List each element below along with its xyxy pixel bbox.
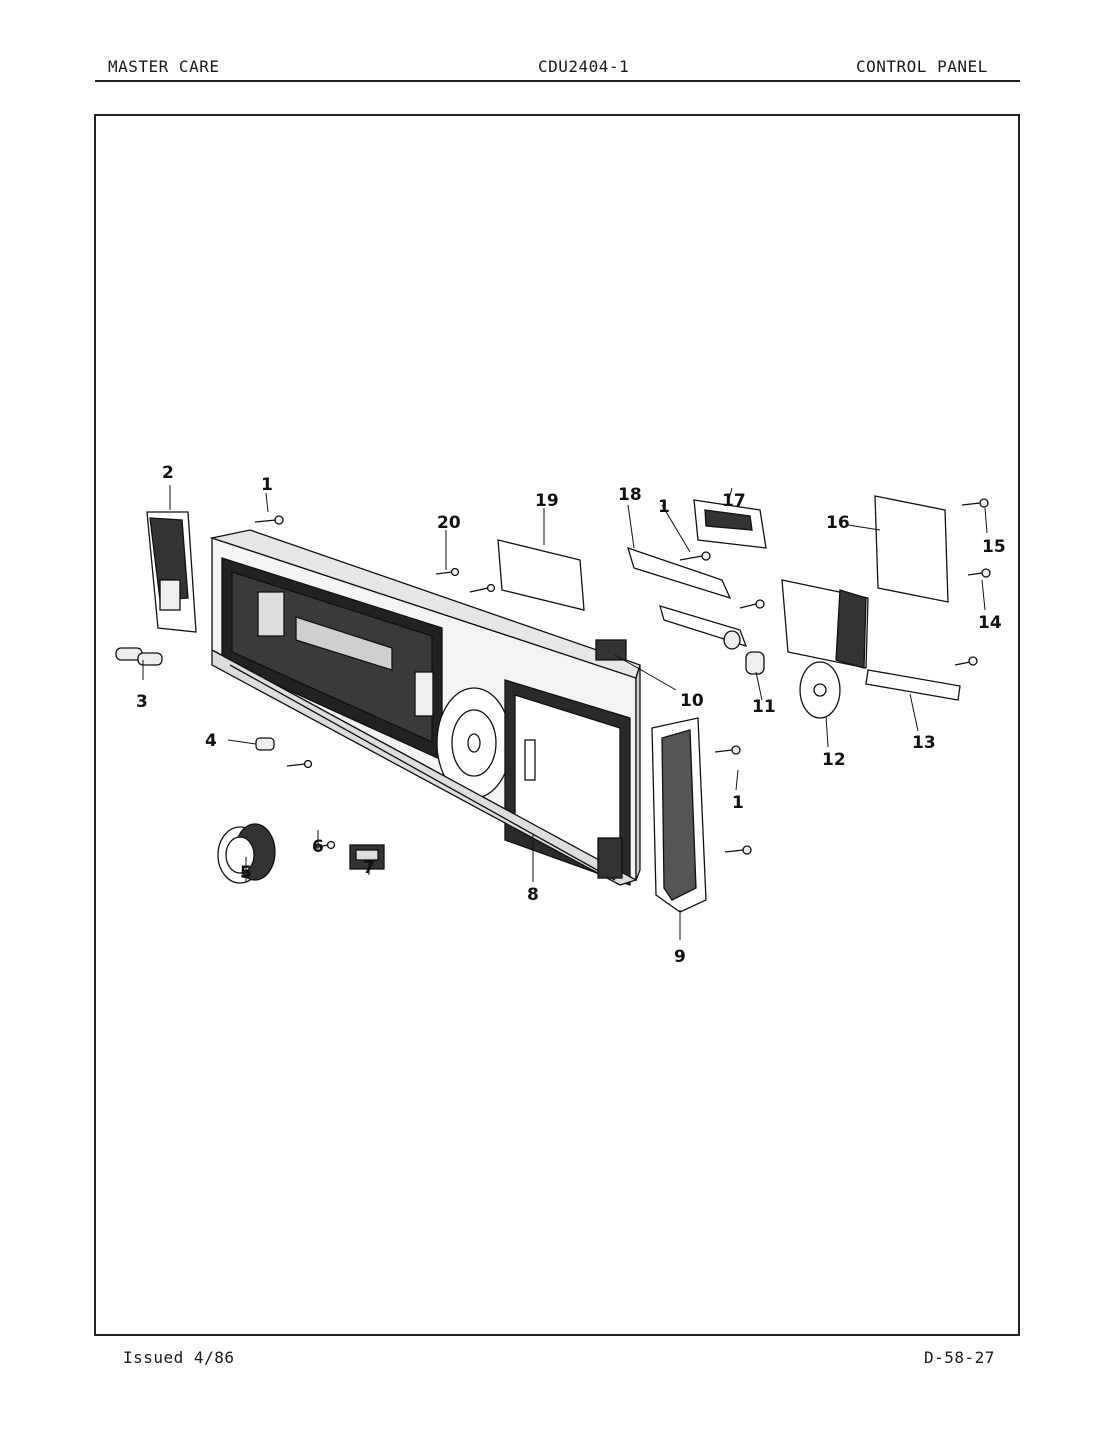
callout-17: 17 xyxy=(722,491,746,511)
callout-18: 18 xyxy=(618,485,642,505)
switch-block-part xyxy=(693,499,767,549)
long-bracket-part xyxy=(627,546,732,600)
callout-2: 2 xyxy=(162,463,174,483)
callout-20: 20 xyxy=(437,513,461,533)
header-section-title: CONTROL PANEL xyxy=(856,57,988,76)
callout-10: 10 xyxy=(680,691,704,711)
screws xyxy=(254,498,991,855)
header-model-number: CDU2404-1 xyxy=(538,57,630,76)
callout-6: 6 xyxy=(312,837,324,857)
spacer-part-2 xyxy=(745,651,765,675)
knob-part xyxy=(217,823,276,884)
leader-lines xyxy=(142,485,988,940)
diagram-frame xyxy=(94,114,1020,1336)
vertical-trim-part xyxy=(651,717,707,913)
callout-1-upper-right: 1 xyxy=(658,497,670,517)
plug-part xyxy=(255,737,275,751)
callout-15: 15 xyxy=(982,537,1006,557)
callout-3: 3 xyxy=(136,692,148,712)
callout-5: 5 xyxy=(240,863,252,883)
cover-part xyxy=(874,495,949,603)
footer-issue-date: Issued 4/86 xyxy=(123,1348,235,1367)
callout-labels: 2 1 3 4 5 6 7 8 9 10 11 12 13 14 15 16 1… xyxy=(136,463,1006,967)
timer-part xyxy=(781,579,869,719)
callout-8: 8 xyxy=(527,885,539,905)
header-rule xyxy=(95,80,1020,82)
callout-13: 13 xyxy=(912,733,936,753)
callout-16: 16 xyxy=(826,513,850,533)
callout-1-right: 1 xyxy=(732,793,744,813)
footer-page-code: D-58-27 xyxy=(924,1348,995,1367)
callout-7: 7 xyxy=(363,858,375,878)
bracket-plate-part xyxy=(497,539,585,611)
spacer-part xyxy=(723,630,741,650)
callout-4: 4 xyxy=(205,731,217,751)
timer-bracket-part xyxy=(865,669,961,701)
callout-12: 12 xyxy=(822,750,846,770)
small-switch-part xyxy=(595,639,627,661)
end-bracket-part xyxy=(146,511,197,633)
pins-part xyxy=(115,647,163,666)
callout-14: 14 xyxy=(978,613,1002,633)
header-brand: MASTER CARE xyxy=(108,57,220,76)
callout-1-top: 1 xyxy=(261,475,273,495)
callout-9: 9 xyxy=(674,947,686,967)
callout-19: 19 xyxy=(535,491,559,511)
control-panel-part xyxy=(209,529,641,886)
rocker-switch-part xyxy=(349,844,385,870)
callout-11: 11 xyxy=(752,697,776,717)
